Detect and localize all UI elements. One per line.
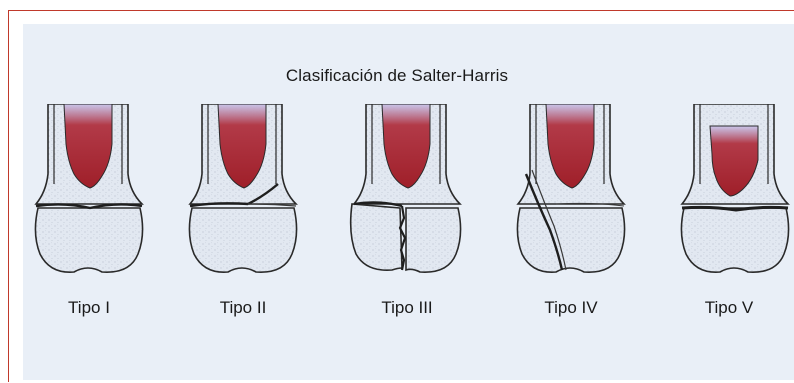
label-tipo-v: Tipo V [664,298,794,318]
bone-tipo-i [24,104,154,288]
bone-tipo-ii [178,104,308,288]
label-tipo-iii: Tipo III [342,298,472,318]
label-tipo-i: Tipo I [24,298,154,318]
diagram-title: Clasificación de Salter-Harris [0,66,794,86]
label-tipo-ii: Tipo II [178,298,308,318]
bone-tipo-iv [506,104,636,288]
bone-tipo-v [670,104,794,288]
label-tipo-iv: Tipo IV [506,298,636,318]
bone-tipo-iii [342,104,472,288]
